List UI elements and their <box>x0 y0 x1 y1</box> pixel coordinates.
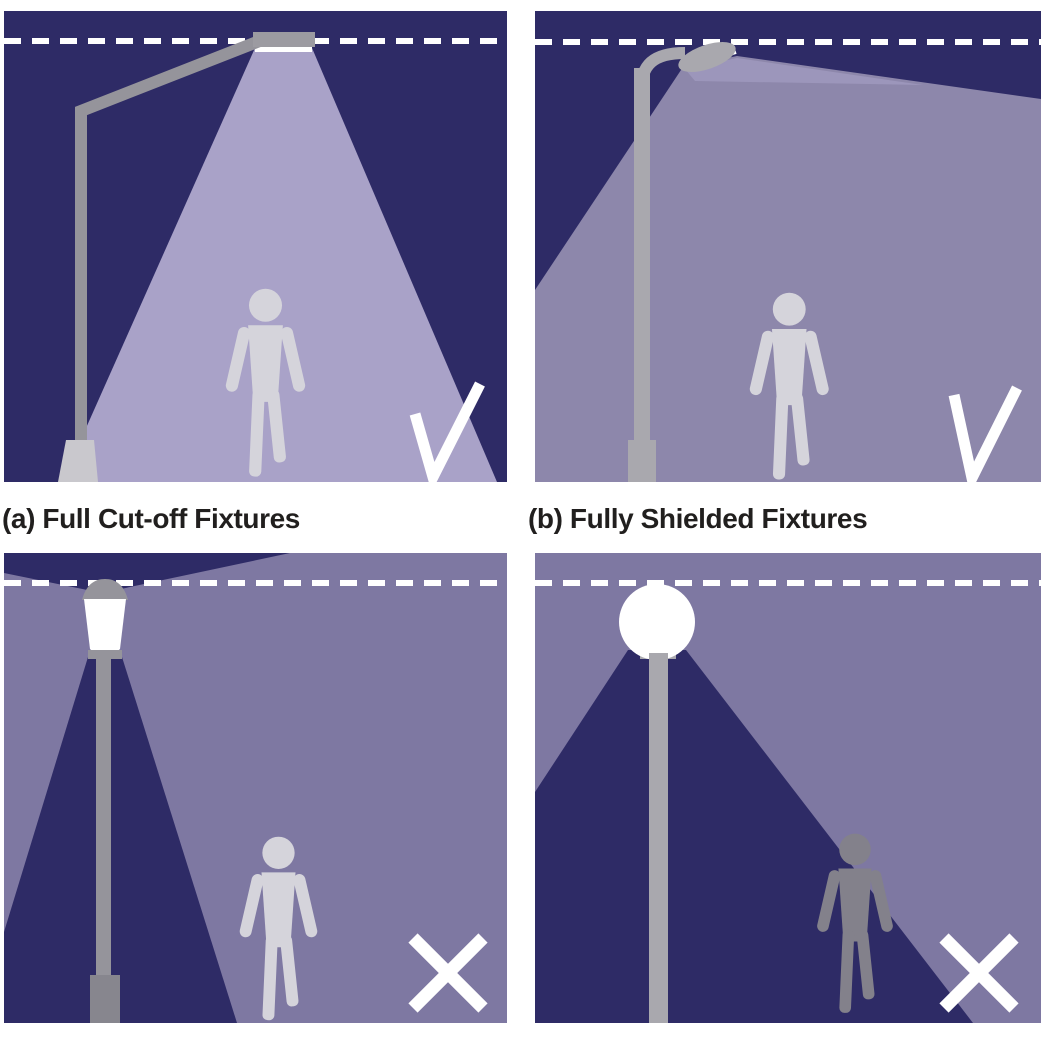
panel-c-unshielded-lantern <box>4 553 507 1023</box>
caption-fully-shielded: (b) Fully Shielded Fixtures <box>528 503 868 534</box>
beam-highlight <box>685 58 923 85</box>
panel-a-full-cutoff-fixture <box>4 11 507 482</box>
light-beam <box>535 56 1041 482</box>
shadow-cone-below-lamp <box>4 657 237 1023</box>
globe-lamp <box>619 584 695 660</box>
pole-base <box>58 440 98 482</box>
streetlight-pole <box>634 68 650 443</box>
streetlight-pole-and-arm <box>75 34 265 452</box>
cross-icon <box>408 933 488 1013</box>
check-icon <box>409 381 485 482</box>
lamp-post-pole <box>96 657 111 1023</box>
panel-b-fully-shielded-fixture <box>535 11 1041 482</box>
cobra-fixture-head <box>678 42 736 72</box>
pole-pedestal <box>90 975 120 1023</box>
pole-base <box>628 440 656 482</box>
check-icon <box>948 385 1022 482</box>
caption-full-cutoff: (a) Full Cut-off Fixtures <box>2 503 300 534</box>
lantern-collar <box>88 650 122 659</box>
lamp-post-pole <box>649 653 668 1023</box>
flat-fixture-head <box>253 32 315 47</box>
lantern-cap <box>82 579 128 600</box>
cross-stroke <box>408 933 488 1013</box>
cross-stroke <box>939 933 1019 1013</box>
light-beam <box>62 48 497 482</box>
cross-icon <box>939 933 1019 1013</box>
lantern-globe <box>84 599 126 654</box>
panel-d-globe-fixture <box>535 553 1041 1023</box>
lamp-lens <box>255 45 312 52</box>
